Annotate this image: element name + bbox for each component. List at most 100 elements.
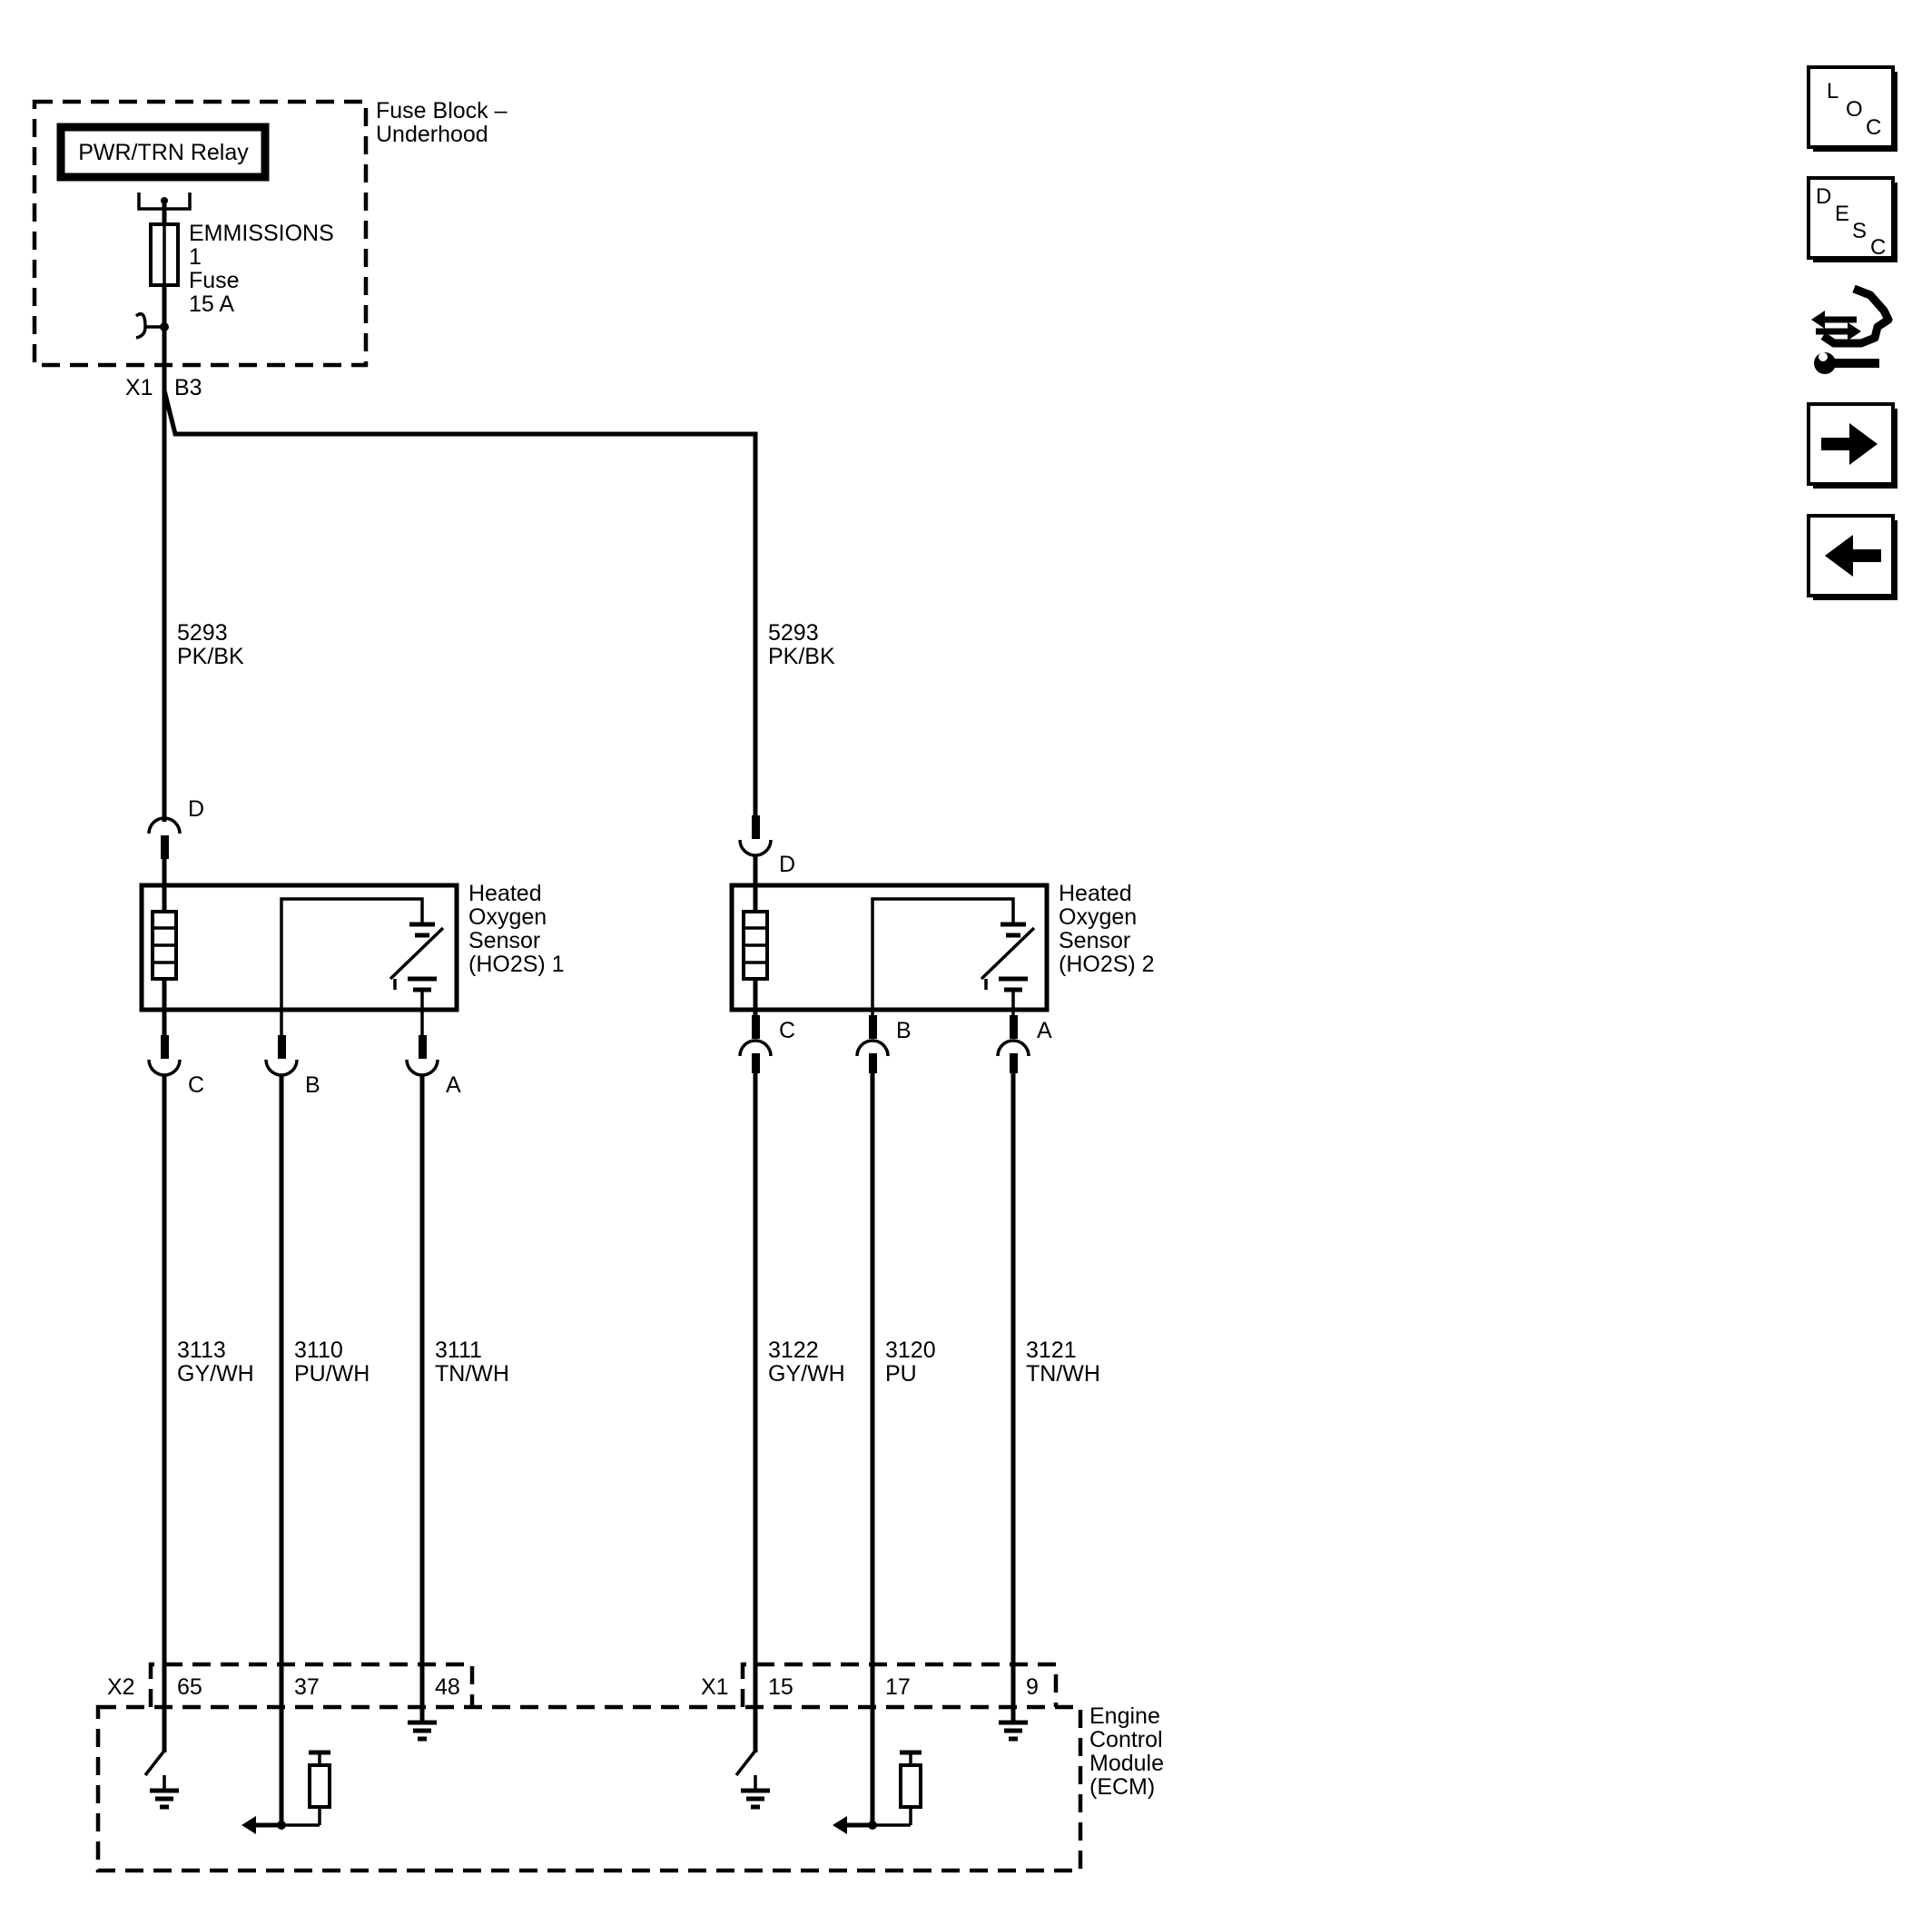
ho2s2-ground-lead	[984, 979, 1015, 1024]
ecm-outline	[95, 1704, 1083, 1873]
next-arrow-icon	[1821, 423, 1878, 465]
ho2s2-pin-b-terminal	[869, 1015, 877, 1039]
ho2s2-name-line3: Sensor	[1059, 928, 1130, 953]
ho2s2-pin-a-connector	[996, 1039, 1030, 1057]
feed-wires: 5293 PK/BK 5293 PK/BK	[162, 327, 835, 822]
fuse-rating: 15 A	[189, 291, 234, 317]
fuse-block-connector-label: X1	[125, 375, 153, 400]
ho2s1-switch-blade	[389, 926, 445, 981]
ho2s1-pin-d-label: D	[188, 796, 204, 822]
ho2s2-body	[729, 883, 1050, 1012]
ecm-x2-pin-65: 65	[177, 1674, 202, 1700]
ho2s1-body	[139, 883, 459, 1012]
diagnostic-connector-icon[interactable]	[1811, 284, 1893, 374]
ho2s1-pin-c-terminal	[161, 1035, 169, 1059]
ecm-x1-pin-9: 9	[1026, 1674, 1039, 1700]
ho2s1-pin-b-label: B	[305, 1072, 320, 1098]
ho2s-2: D Heated Oxygen Sensor (HO2S) 2 C B A	[729, 815, 1155, 1825]
ho2s2-wire-a-color: TN/WH	[1026, 1361, 1100, 1387]
ecm-pullup-resistor-1	[308, 1763, 331, 1809]
ho2s1-name-line1: Heated	[468, 881, 542, 906]
relay-box	[56, 123, 270, 182]
ecm-x1-connector-outline	[740, 1662, 1059, 1707]
ho2s2-pin-b-label: B	[896, 1018, 912, 1043]
loc-letter-o: O	[1846, 97, 1863, 122]
ecm-x1-label: X1	[701, 1674, 729, 1700]
ecm-x2-connector-outline	[148, 1662, 475, 1707]
feed-wire-1-color: PK/BK	[177, 644, 244, 669]
feed-wire-2	[162, 390, 758, 822]
ho2s2-name-line2: Oxygen	[1059, 904, 1137, 930]
desc-letter-d: D	[1816, 184, 1831, 209]
ho2s2-name-line4: (HO2S) 2	[1059, 952, 1155, 977]
ho2s2-switch-blade	[980, 926, 1036, 981]
ho2s2-pin-c-terminal-lower	[752, 1053, 760, 1073]
ecm-signal-arrow-head-1	[242, 1816, 256, 1834]
relay-label: PWR/TRN Relay	[78, 140, 249, 165]
ho2s2-pin-d-terminal	[752, 815, 760, 839]
feed-wire-1-circuit: 5293	[177, 620, 228, 646]
ecm-name-line4: (ECM)	[1089, 1774, 1155, 1800]
fuse-block-title-line1: Fuse Block –	[376, 98, 508, 123]
ho2s2-pin-b-terminal-lower	[869, 1053, 877, 1073]
desc-letter-e: E	[1835, 202, 1849, 226]
ho2s2-pin-d-connector	[738, 839, 773, 857]
fuse-block-pin-label: B3	[174, 375, 202, 400]
ecm-pullup-resistor-2	[899, 1763, 922, 1809]
ecm-name-line2: Control	[1089, 1727, 1163, 1752]
feed-wire-2-circuit: 5293	[768, 620, 819, 646]
ecm-x2-label: X2	[107, 1674, 135, 1700]
ecm-signal-arrow-head-2	[833, 1816, 847, 1834]
ho2s1-wire-c-color: GY/WH	[177, 1361, 254, 1387]
ho2s2-wire-b-circuit: 3120	[885, 1338, 936, 1363]
ho2s1-ground-lead	[393, 979, 424, 1042]
ho2s1-wire-b-color: PU/WH	[294, 1361, 370, 1387]
desc-letter-c: C	[1870, 235, 1886, 260]
loc-button[interactable]: L O C	[1807, 65, 1898, 152]
ho2s2-name-line1: Heated	[1059, 881, 1132, 906]
ho2s2-pin-d-label: D	[779, 852, 795, 877]
ecm-name-line1: Engine	[1089, 1703, 1160, 1729]
ho2s1-pin-b-terminal	[278, 1035, 286, 1059]
desc-button[interactable]: D E S C	[1807, 176, 1898, 262]
ho2s2-pin-a-terminal-lower	[1010, 1053, 1018, 1073]
ecm-x2-pin-48: 48	[435, 1674, 460, 1700]
ho2s1-wire-a-color: TN/WH	[435, 1361, 509, 1387]
ho2s2-pin-c-connector	[738, 1039, 773, 1057]
desc-letter-s: S	[1852, 219, 1867, 243]
ecm-low-side-switch-1	[143, 1749, 166, 1777]
ho2s1-signal-loop	[280, 897, 424, 1042]
loc-letter-l: L	[1827, 79, 1838, 104]
ho2s2-pin-a-label: A	[1037, 1018, 1052, 1043]
ho2s-1: D Heated Oxygen Sensor (HO2S) 1 C B A	[139, 796, 565, 1825]
back-arrow-button[interactable]	[1807, 514, 1898, 600]
ho2s2-wire-c-circuit: 3122	[768, 1338, 819, 1363]
fuse-block: Fuse Block – Underhood PWR/TRN Relay EMM…	[32, 98, 508, 400]
ho2s1-name-line2: Oxygen	[468, 904, 547, 930]
fuse-block-outline	[32, 99, 369, 368]
ho2s1-pin-c-connector	[147, 1059, 182, 1077]
fuse-block-title-line2: Underhood	[376, 122, 488, 147]
fuse-name-line3: Fuse	[189, 268, 240, 293]
ho2s2-wire-c-color: GY/WH	[768, 1361, 845, 1387]
ecm-x1-pin-17: 17	[885, 1674, 911, 1700]
ho2s1-pin-d-connector	[147, 816, 182, 834]
ho2s1-name-line3: Sensor	[468, 928, 540, 953]
ecm-x2-pin-37: 37	[294, 1674, 320, 1700]
ho2s1-pin-a-label: A	[446, 1072, 461, 1098]
ho2s1-name-line4: (HO2S) 1	[468, 952, 565, 977]
ho2s1-pin-a-terminal	[419, 1035, 427, 1059]
ecm: X2 65 37 48 X1 15 17 9 Engine Control Mo…	[95, 1662, 1164, 1873]
fuse-name-line2: 1	[189, 244, 202, 270]
next-arrow-button[interactable]	[1807, 402, 1898, 489]
ho2s2-pin-b-connector	[855, 1039, 890, 1057]
ho2s1-pin-a-connector	[405, 1059, 439, 1077]
ho2s2-wire-a-circuit: 3121	[1026, 1338, 1077, 1363]
ho2s1-pin-d-terminal	[161, 835, 169, 859]
ho2s1-wire-c-circuit: 3113	[177, 1338, 226, 1363]
ho2s2-signal-loop	[871, 897, 1015, 1024]
ecm-x1-pin-15: 15	[768, 1674, 794, 1700]
ho2s1-wire-b-circuit: 3110	[294, 1338, 343, 1363]
ho2s1-wire-a-circuit: 3111	[435, 1338, 482, 1363]
